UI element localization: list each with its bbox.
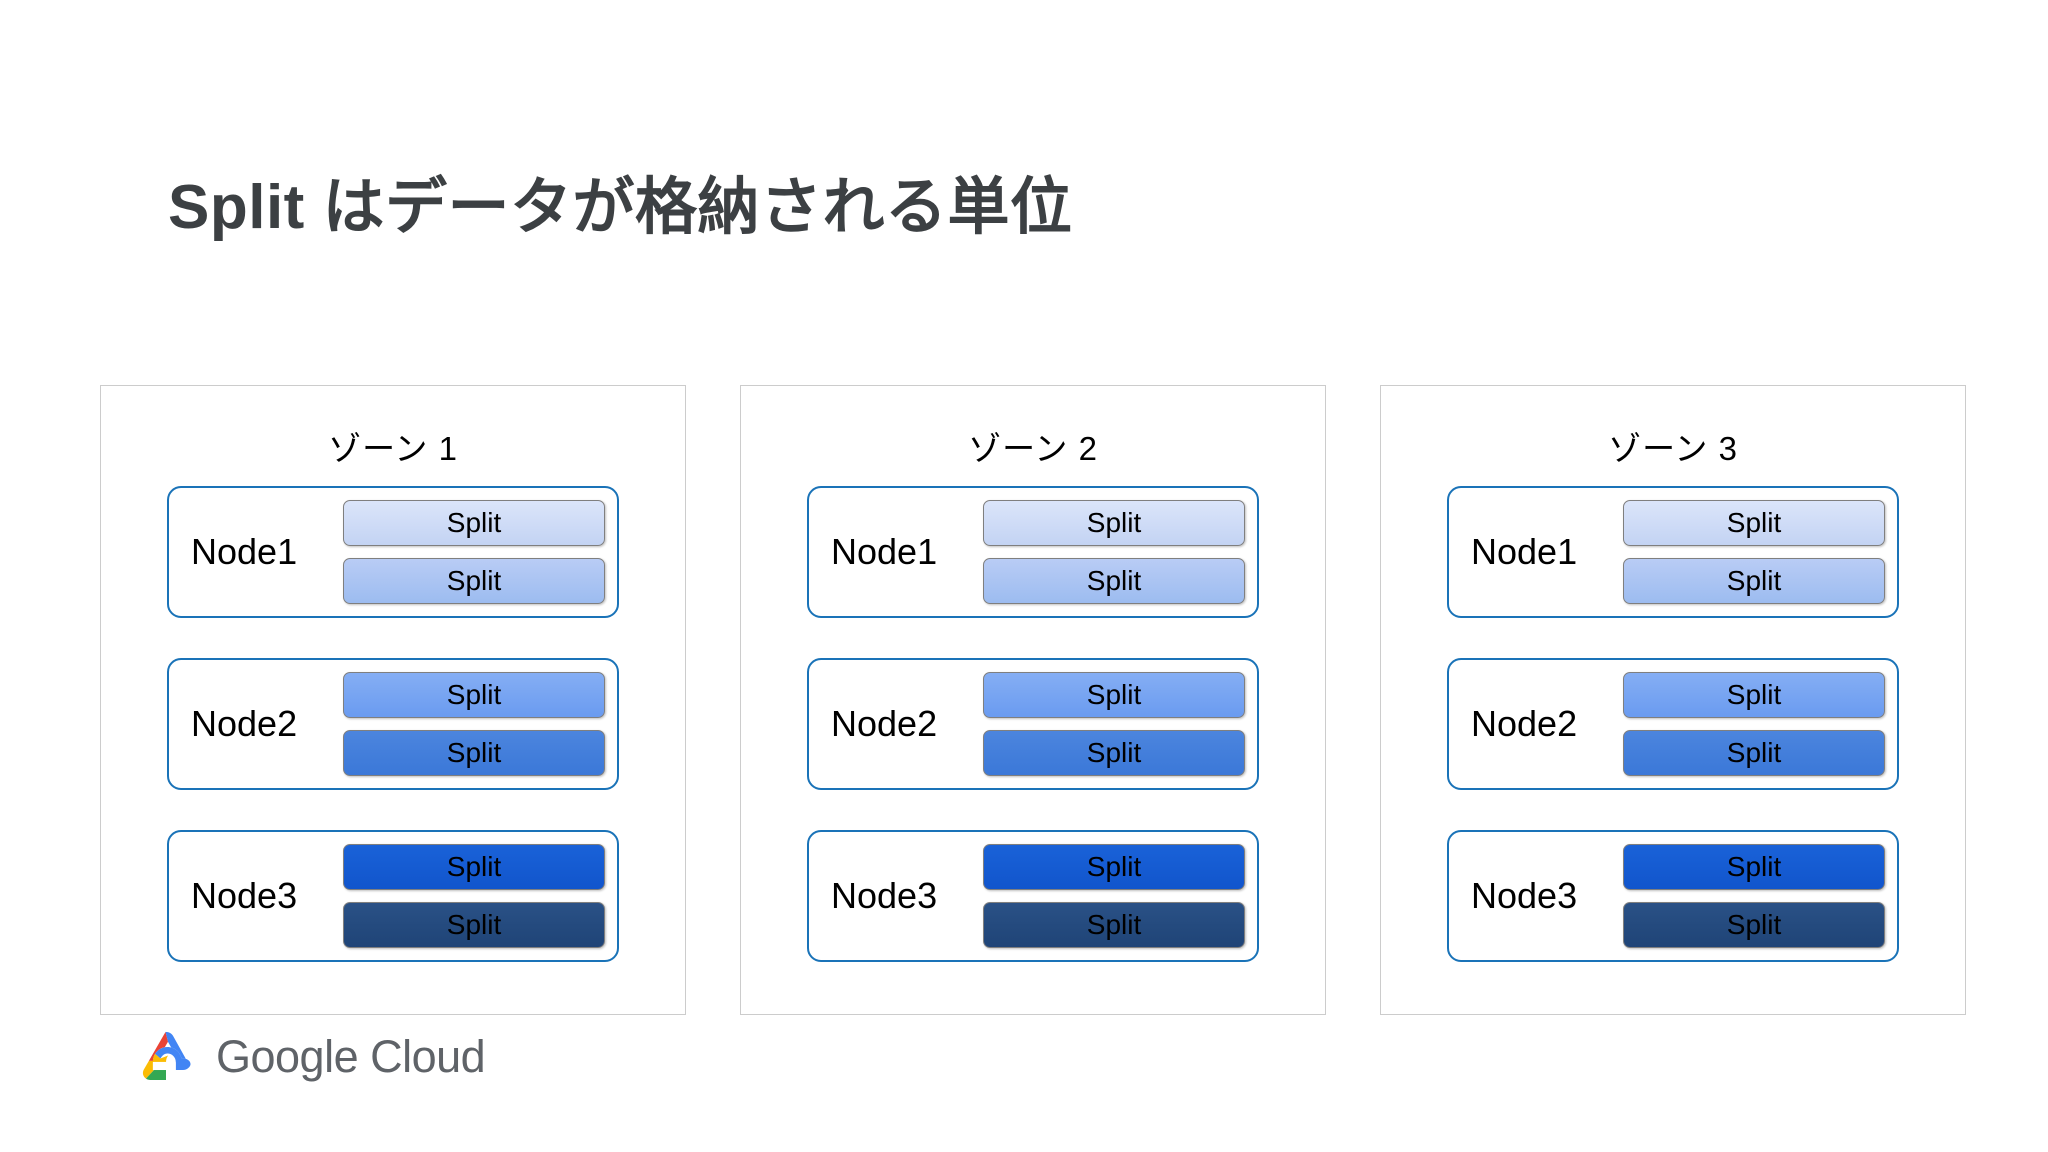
zone-card-1: ゾーン 1 Node1 Split Split Node2 Split Spli… <box>100 385 686 1015</box>
split-list: Split Split <box>983 672 1257 776</box>
zone-card-2: ゾーン 2 Node1 Split Split Node2 Split Spli… <box>740 385 1326 1015</box>
split-block[interactable]: Split <box>983 500 1245 546</box>
node-card-zone3-node2[interactable]: Node2 Split Split <box>1447 658 1899 790</box>
split-block[interactable]: Split <box>343 672 605 718</box>
node-card-zone3-node1[interactable]: Node1 Split Split <box>1447 486 1899 618</box>
split-block[interactable]: Split <box>983 558 1245 604</box>
node-card-zone2-node2[interactable]: Node2 Split Split <box>807 658 1259 790</box>
split-block[interactable]: Split <box>1623 558 1885 604</box>
split-block[interactable]: Split <box>983 730 1245 776</box>
split-block[interactable]: Split <box>343 844 605 890</box>
split-block[interactable]: Split <box>983 902 1245 948</box>
node-card-zone2-node1[interactable]: Node1 Split Split <box>807 486 1259 618</box>
split-list: Split Split <box>343 844 617 948</box>
split-block[interactable]: Split <box>983 672 1245 718</box>
node-label: Node3 <box>1471 875 1578 916</box>
node-label: Node2 <box>191 703 298 744</box>
zone-label-1: ゾーン 1 <box>328 430 458 467</box>
node-card-zone1-node2[interactable]: Node2 Split Split <box>167 658 619 790</box>
split-block[interactable]: Split <box>343 500 605 546</box>
google-cloud-mark-icon <box>136 1030 198 1084</box>
node-label: Node2 <box>1471 703 1578 744</box>
node-label: Node1 <box>191 531 298 572</box>
split-block[interactable]: Split <box>1623 672 1885 718</box>
split-block[interactable]: Split <box>1623 844 1885 890</box>
node-label: Node3 <box>831 875 938 916</box>
split-list: Split Split <box>983 500 1257 604</box>
node-card-zone3-node3[interactable]: Node3 Split Split <box>1447 830 1899 962</box>
split-block[interactable]: Split <box>983 844 1245 890</box>
split-block[interactable]: Split <box>343 730 605 776</box>
google-cloud-wordmark: Google Cloud <box>216 1031 486 1082</box>
node-list-1: Node1 Split Split Node2 Split Split Node… <box>101 486 685 962</box>
node-card-zone2-node3[interactable]: Node3 Split Split <box>807 830 1259 962</box>
split-list: Split Split <box>1623 672 1897 776</box>
split-list: Split Split <box>1623 844 1897 948</box>
zones-container: ゾーン 1 Node1 Split Split Node2 Split Spli… <box>100 385 1966 1015</box>
split-list: Split Split <box>343 500 617 604</box>
node-label: Node2 <box>831 703 938 744</box>
split-list: Split Split <box>1623 500 1897 604</box>
page-title: Split はデータが格納される単位 <box>168 173 1073 242</box>
split-list: Split Split <box>343 672 617 776</box>
node-label: Node1 <box>831 531 938 572</box>
split-list: Split Split <box>983 844 1257 948</box>
node-card-zone1-node3[interactable]: Node3 Split Split <box>167 830 619 962</box>
split-block[interactable]: Split <box>1623 730 1885 776</box>
node-label: Node1 <box>1471 531 1578 572</box>
node-list-3: Node1 Split Split Node2 Split Split Node… <box>1381 486 1965 962</box>
split-block[interactable]: Split <box>1623 500 1885 546</box>
node-card-zone1-node1[interactable]: Node1 Split Split <box>167 486 619 618</box>
zone-label-3: ゾーン 3 <box>1608 430 1738 467</box>
node-list-2: Node1 Split Split Node2 Split Split Node… <box>741 486 1325 962</box>
zone-card-3: ゾーン 3 Node1 Split Split Node2 Split Spli… <box>1380 385 1966 1015</box>
google-cloud-logo: Google Cloud <box>136 1030 486 1084</box>
node-label: Node3 <box>191 875 298 916</box>
zone-label-2: ゾーン 2 <box>968 430 1098 467</box>
split-block[interactable]: Split <box>343 558 605 604</box>
split-block[interactable]: Split <box>343 902 605 948</box>
split-block[interactable]: Split <box>1623 902 1885 948</box>
